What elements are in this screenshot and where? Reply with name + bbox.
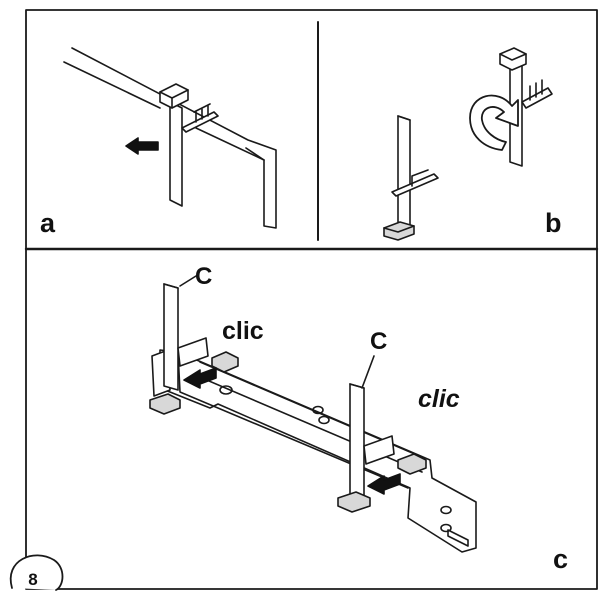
panel-c-label: c bbox=[553, 544, 569, 574]
panel-b-illustration bbox=[383, 47, 553, 241]
push-arrow-icon bbox=[367, 473, 401, 495]
outer-frame bbox=[25, 9, 598, 590]
clic-label: clic bbox=[222, 317, 264, 345]
arrow-left-icon bbox=[125, 137, 159, 155]
panel-a-illustration bbox=[63, 47, 277, 229]
panel-c-illustration bbox=[149, 275, 477, 553]
clic-label: clic bbox=[418, 385, 460, 413]
callout-c-label: C bbox=[195, 263, 213, 290]
panel-b-label: b bbox=[545, 208, 562, 238]
step-badge bbox=[9, 554, 64, 591]
panel-a-label: a bbox=[40, 208, 56, 238]
rotate-arrow-icon bbox=[469, 94, 519, 151]
step-number: 8 bbox=[28, 570, 38, 589]
push-arrow-icon bbox=[183, 367, 217, 389]
callout-c-label: C bbox=[370, 328, 388, 355]
